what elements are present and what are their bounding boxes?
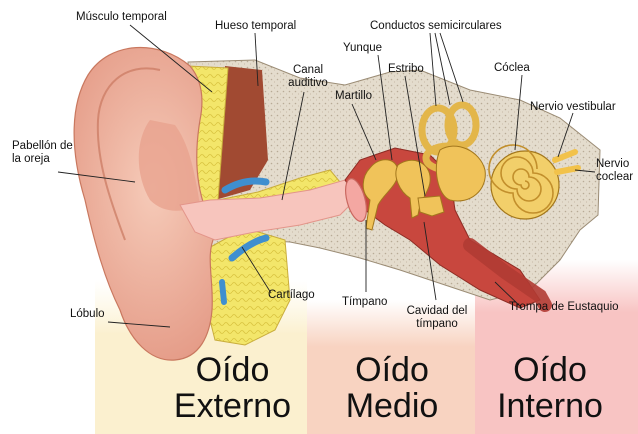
zone-title-medio-line1: Oído xyxy=(322,352,462,388)
label-martillo: Martillo xyxy=(335,90,372,103)
label-hueso-temporal: Hueso temporal xyxy=(215,20,296,33)
label-nervio-coclear-line1: Nervio xyxy=(596,158,633,171)
cochlea xyxy=(491,151,559,219)
label-coclea: Cóclea xyxy=(494,62,530,75)
zone-title-interno-line2: Interno xyxy=(480,388,620,424)
label-canal-auditivo: Canal auditivo xyxy=(282,64,334,90)
blood-vessel-small xyxy=(222,282,224,302)
zone-title-interno-line1: Oído xyxy=(480,352,620,388)
label-canal-auditivo-line1: Canal xyxy=(282,64,334,77)
zone-title-medio: Oído Medio xyxy=(322,352,462,424)
stapes xyxy=(418,196,444,216)
label-estribo: Estribo xyxy=(388,63,424,76)
zone-title-medio-line2: Medio xyxy=(322,388,462,424)
label-cavidad-timpano-line1: Cavidad del xyxy=(402,305,472,318)
label-canal-auditivo-line2: auditivo xyxy=(282,77,334,90)
label-cavidad-timpano-line2: tímpano xyxy=(402,318,472,331)
label-cartilago: Cartílago xyxy=(268,289,315,302)
label-nervio-coclear: Nervio coclear xyxy=(596,158,633,184)
label-nervio-vestibular: Nervio vestibular xyxy=(530,101,616,114)
label-timpano: Tímpano xyxy=(342,296,387,309)
label-trompa-eustaquio: Trompa de Eustaquio xyxy=(509,301,619,314)
label-lobulo: Lóbulo xyxy=(70,308,105,321)
zone-title-interno: Oído Interno xyxy=(480,352,620,424)
label-conductos-semicirculares: Conductos semicirculares xyxy=(370,20,502,33)
label-musculo-temporal: Músculo temporal xyxy=(76,11,167,24)
label-yunque: Yunque xyxy=(343,42,382,55)
label-pabellon-oreja-line1: Pabellón de xyxy=(12,140,73,153)
label-cavidad-timpano: Cavidad del tímpano xyxy=(402,305,472,331)
label-pabellon-oreja-line2: la oreja xyxy=(12,153,73,166)
label-nervio-coclear-line2: coclear xyxy=(596,171,633,184)
label-pabellon-oreja: Pabellón de la oreja xyxy=(12,140,73,166)
zone-title-externo-line2: Externo xyxy=(160,388,305,424)
zone-title-externo-line1: Oído xyxy=(160,352,305,388)
zone-title-externo: Oído Externo xyxy=(160,352,305,424)
cochlear-nerve xyxy=(557,168,578,172)
